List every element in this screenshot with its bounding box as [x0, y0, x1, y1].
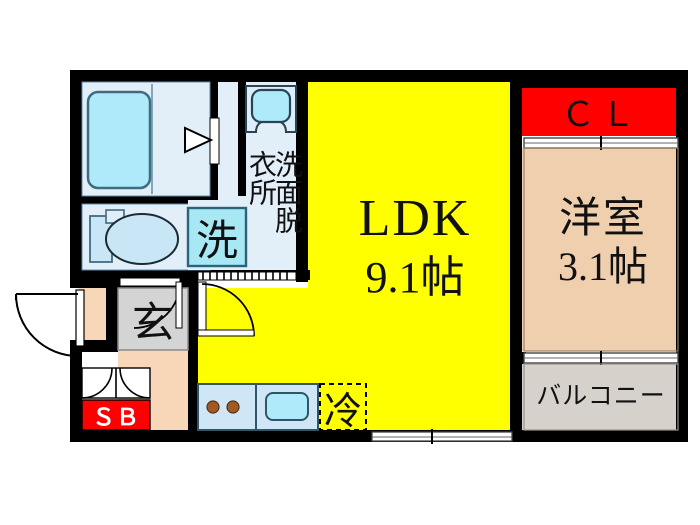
- vanity-basin: [250, 88, 292, 124]
- wall-right: [676, 70, 688, 442]
- entrance-door[interactable]: [15, 289, 85, 357]
- wall-wet-bottom: [78, 270, 208, 278]
- room-fill-bedroom: [522, 148, 680, 351]
- wall-hall-ldk: [188, 278, 198, 442]
- refrigerator-space: [319, 383, 367, 431]
- ldk-door-threshold: [197, 329, 255, 337]
- bathtub: [86, 90, 152, 190]
- washroom-door-track[interactable]: [197, 271, 297, 281]
- stove-burner-left-icon: [206, 400, 220, 414]
- washroom: [186, 82, 297, 270]
- folding-door-arrow-icon: [184, 126, 214, 154]
- washroom-left-text: 衣所: [245, 150, 276, 206]
- wall-left-upper: [70, 70, 82, 288]
- entrance-door-leaf[interactable]: [75, 289, 85, 347]
- wall-bottom-right: [510, 430, 688, 442]
- wall-bottom-left: [70, 430, 192, 442]
- washroom-right-text: 洗面脱: [271, 150, 302, 234]
- ldk-door-swing-arc: [201, 283, 255, 337]
- washroom-sliding-door[interactable]: [197, 271, 297, 281]
- hall-to-ldk-door[interactable]: [197, 281, 255, 337]
- bathroom-unit: [81, 81, 211, 197]
- wall-left-lower: [70, 340, 82, 442]
- wall-ldk-bedroom: [510, 82, 522, 442]
- washroom-door-leaf[interactable]: [119, 277, 181, 287]
- room-fill-balcony: [522, 364, 680, 430]
- kitchen: [197, 383, 367, 431]
- kitchen-sink: [265, 392, 309, 421]
- room-fill-ldk: [308, 78, 513, 442]
- shoe-box[interactable]: [81, 367, 151, 431]
- wall-washroom-left-upper: [238, 82, 246, 196]
- balcony-outline: [523, 363, 679, 431]
- shoe-box-cabinet[interactable]: [81, 399, 151, 431]
- ldk-door-leaf[interactable]: [197, 281, 207, 335]
- room-fill-closet: [522, 86, 680, 136]
- washing-machine: [186, 206, 248, 268]
- bath-door-leaf[interactable]: [209, 117, 220, 165]
- entrance-door-swing-arc: [15, 293, 79, 357]
- shoe-box-door-arc-right: [119, 367, 151, 399]
- wall-closet-top: [522, 82, 680, 88]
- washroom-label-left-column: 衣所: [245, 150, 276, 206]
- washroom-door-jamb: [175, 281, 183, 329]
- wall-bath-toilet: [82, 196, 218, 204]
- wall-top: [70, 70, 688, 82]
- shoe-box-door-arc-left: [81, 367, 113, 399]
- washroom-label-right-column: 洗面脱: [271, 150, 302, 234]
- toilet-bowl: [105, 213, 179, 265]
- stove-burner-right-icon: [226, 400, 240, 414]
- bedroom-balcony-door[interactable]: [523, 351, 679, 365]
- ldk-window[interactable]: [371, 429, 513, 444]
- wall-ldk-left-upper: [296, 82, 308, 282]
- washroom-door-hatch-icon: [202, 272, 288, 280]
- wall-entry-right: [106, 276, 118, 340]
- hall-to-washroom-door[interactable]: [119, 277, 183, 329]
- bath-folding-door[interactable]: [184, 117, 220, 165]
